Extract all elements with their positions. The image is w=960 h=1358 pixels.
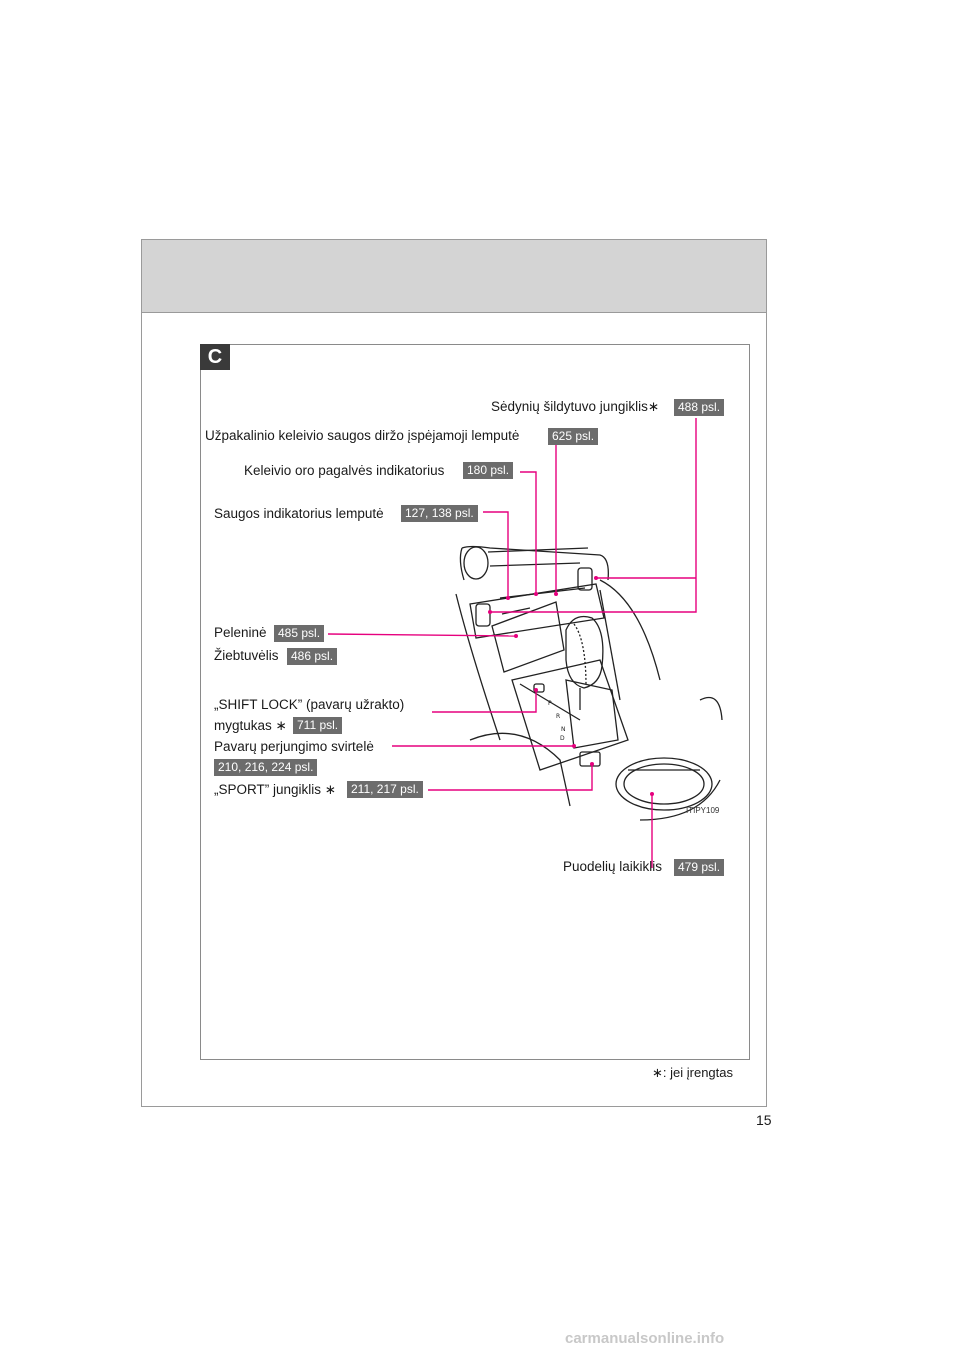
airbag-indicator-label: Keleivio oro pagalvės indikatorius: [244, 463, 445, 478]
page-number: 15: [756, 1112, 772, 1128]
section-badge: C: [200, 344, 230, 370]
ashtray-label: Peleninė: [214, 625, 267, 640]
figure-frame: [200, 344, 750, 1060]
shift-lever-page-badge[interactable]: 210, 216, 224 psl.: [214, 759, 318, 776]
seat-heater-label: Sėdynių šildytuvo jungiklis∗: [491, 399, 660, 414]
header-band: [141, 239, 767, 313]
shift-lock-label-line2: mygtukas ∗: [214, 718, 287, 733]
svg-text:P: P: [548, 700, 552, 707]
rear-belt-lamp-label: Užpakalinio keleivio saugos diržo įspėja…: [205, 428, 520, 443]
svg-text:D: D: [560, 735, 565, 742]
ashtray-page-badge[interactable]: 485 psl.: [274, 625, 325, 642]
asterisk-icon: ∗: [647, 399, 660, 414]
seat-heater-page-badge[interactable]: 488 psl.: [674, 399, 725, 416]
rear-belt-lamp-page-badge[interactable]: 625 psl.: [548, 428, 599, 445]
airbag-indicator-page-badge[interactable]: 180 psl.: [463, 462, 514, 479]
asterisk-icon: ∗: [652, 1065, 663, 1080]
cup-holder-page-badge[interactable]: 479 psl.: [674, 859, 725, 876]
shift-lock-page-badge[interactable]: 711 psl.: [293, 717, 343, 734]
shift-lever-label: Pavarų perjungimo svirtelė: [214, 739, 374, 754]
svg-text:R: R: [556, 713, 560, 720]
lighter-page-badge[interactable]: 486 psl.: [287, 648, 338, 665]
watermark: carmanualsonline.info: [565, 1330, 725, 1347]
sport-switch-page-badge[interactable]: 211, 217 psl.: [347, 781, 423, 798]
security-lamp-label: Saugos indikatorius lemputė: [214, 506, 384, 521]
cup-holder-label: Puodelių laikiklis: [563, 859, 663, 874]
svg-text:N: N: [561, 726, 566, 733]
security-lamp-page-badge[interactable]: 127, 138 psl.: [401, 505, 478, 522]
shift-lock-label-line1: „SHIFT LOCK” (pavarų užrakto): [214, 697, 405, 712]
lighter-label: Žiebtuvėlis: [214, 648, 279, 663]
asterisk-icon: ∗: [324, 782, 337, 797]
asterisk-icon: ∗: [275, 718, 287, 733]
image-code: ITIPY109: [686, 806, 720, 815]
sport-switch-label: „SPORT” jungiklis ∗: [214, 782, 337, 797]
footnote: ∗: jei įrengtas: [652, 1065, 733, 1080]
